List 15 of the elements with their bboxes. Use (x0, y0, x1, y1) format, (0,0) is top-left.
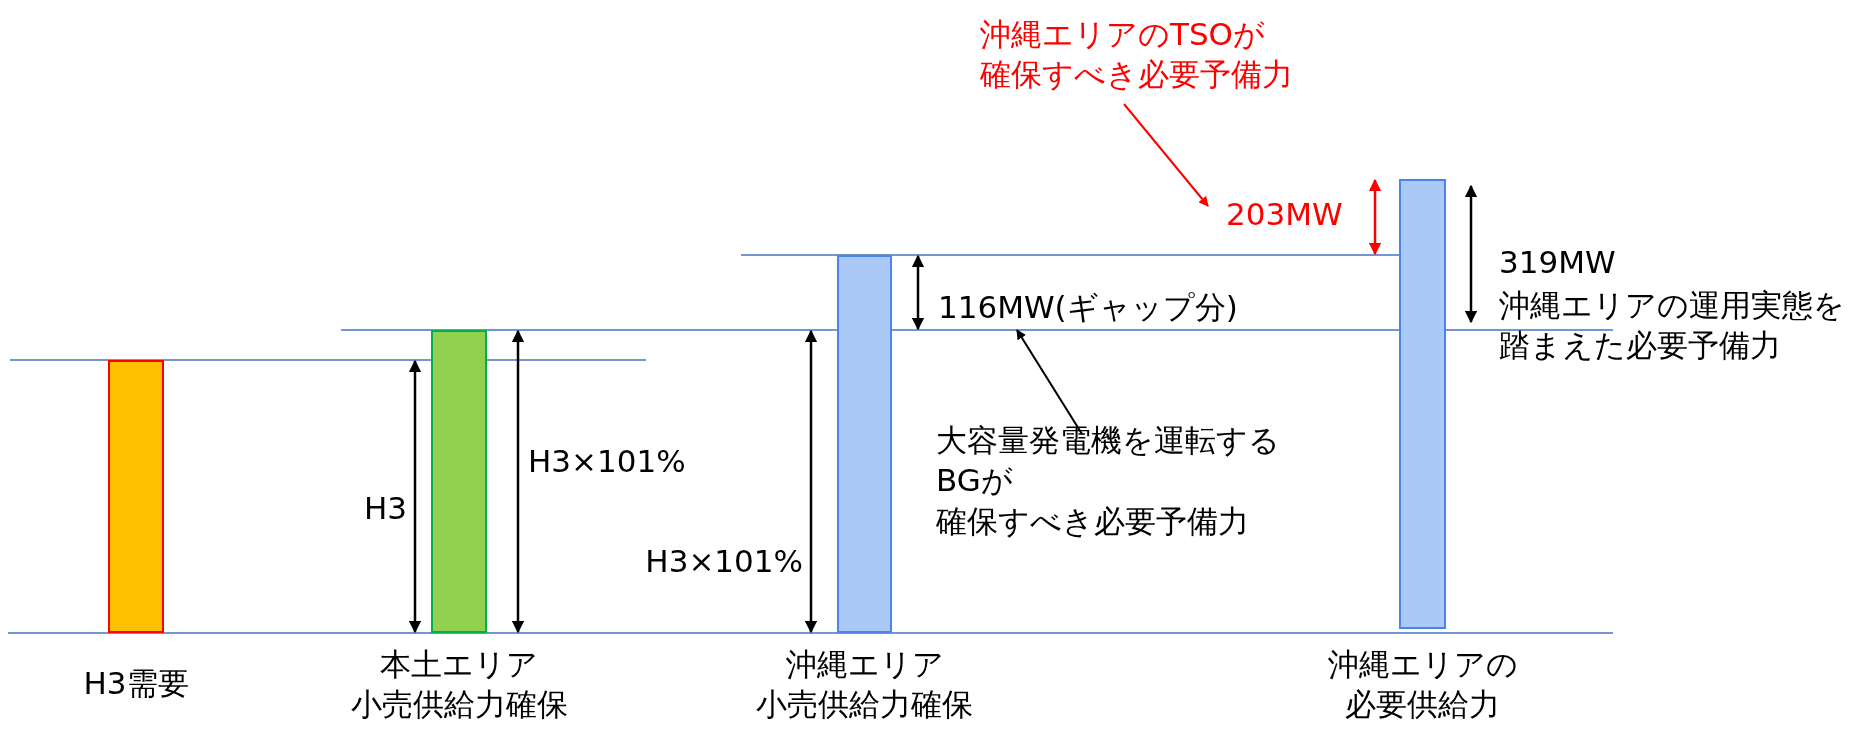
bar-label: 沖縄エリアの必要供給力 (1327, 645, 1518, 725)
arrow (1123, 103, 1209, 207)
arrow (1016, 329, 1083, 435)
dimension-label: 319MW (1499, 243, 1616, 282)
dimension-label: H3×101% (528, 442, 686, 481)
dimension-label: 沖縄エリアの運用実態を踏まえた必要予備力 (1499, 286, 1845, 366)
value-label: 203MW (1226, 194, 1343, 235)
note-text: 沖縄エリアのTSOが確保すべき必要予備力 (980, 14, 1293, 95)
dimension-label: H3×101% (644, 542, 803, 581)
bar-label: H3需要 (83, 664, 189, 703)
bar-label: 沖縄エリア小売供給力確保 (756, 645, 973, 725)
dimension-label: H3 (362, 489, 407, 528)
value-label: 116MW(ギャップ分) (938, 287, 1238, 328)
bar-label: 本土エリア小売供給力確保 (350, 645, 568, 725)
note-text: 大容量発電機を運転するBGが確保すべき必要予備力 (936, 420, 1280, 541)
